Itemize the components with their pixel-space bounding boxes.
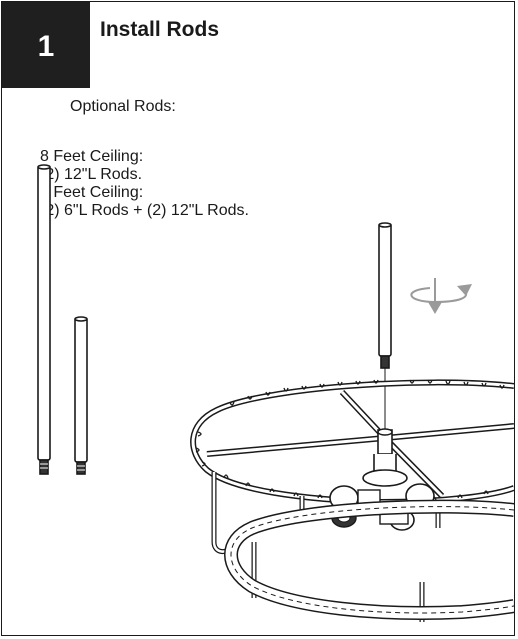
short-rod <box>74 316 88 475</box>
optional-rods-heading: Optional Rods: <box>70 98 176 115</box>
ceiling-9ft-label: 9 Feet Ceiling: <box>40 184 144 201</box>
install-rod <box>378 222 392 432</box>
long-rod <box>37 164 51 475</box>
step-number-box: 1 <box>2 2 90 88</box>
ceiling-9ft-rods: (2) 6"L Rods + (2) 12"L Rods. <box>40 202 249 219</box>
ceiling-8ft-label: 8 Feet Ceiling: <box>40 148 144 165</box>
rotate-arrow-icon <box>410 278 472 314</box>
chandelier <box>190 379 514 622</box>
step-number: 1 <box>37 30 55 63</box>
ceiling-8ft-rods: (2) 12"L Rods. <box>40 166 143 183</box>
step-title: Install Rods <box>100 18 220 41</box>
installation-illustration <box>37 164 514 622</box>
